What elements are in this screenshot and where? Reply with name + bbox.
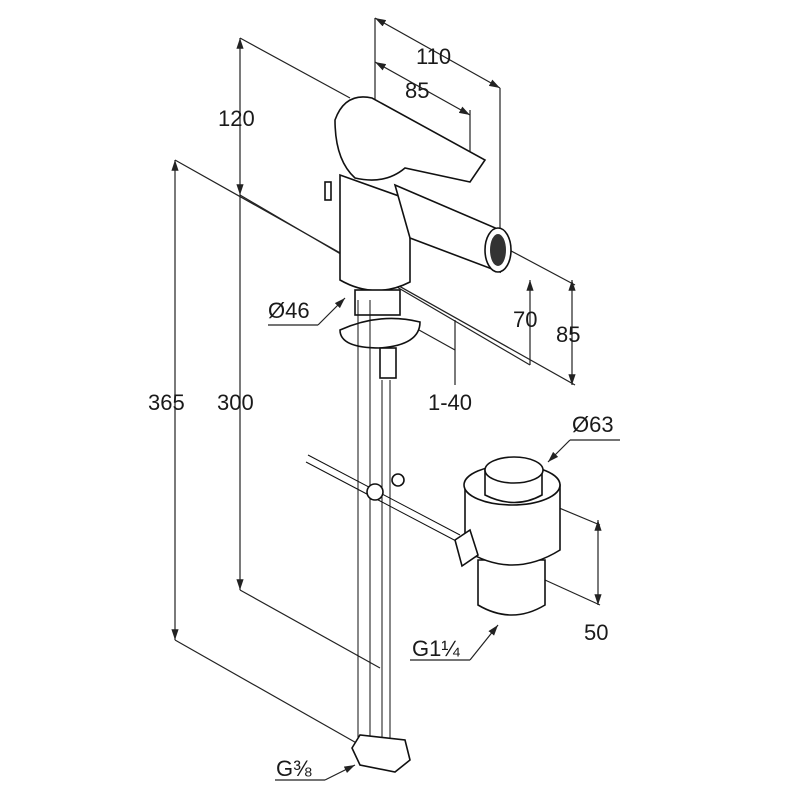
dim-70: 70	[513, 307, 537, 332]
thread-g3-8: G⅜	[276, 756, 312, 781]
dim-110: 110	[416, 44, 451, 69]
supply-connector	[351, 734, 411, 773]
dim-1-40: 1-40	[428, 390, 472, 415]
thread-g1-1-4: G1¼	[412, 636, 460, 661]
dim-diameter-63: Ø63	[572, 412, 614, 437]
faucet	[305, 96, 512, 773]
lever-handle	[334, 96, 487, 183]
dim-300: 300	[217, 390, 254, 415]
dim-50: 50	[584, 620, 608, 645]
dim-85-height: 85	[556, 322, 580, 347]
dim-120: 120	[218, 106, 255, 131]
dim-365: 365	[148, 390, 185, 415]
waste-valve	[454, 456, 561, 616]
dim-85-reach: 85	[405, 78, 429, 103]
dim-diameter-46: Ø46	[268, 298, 310, 323]
